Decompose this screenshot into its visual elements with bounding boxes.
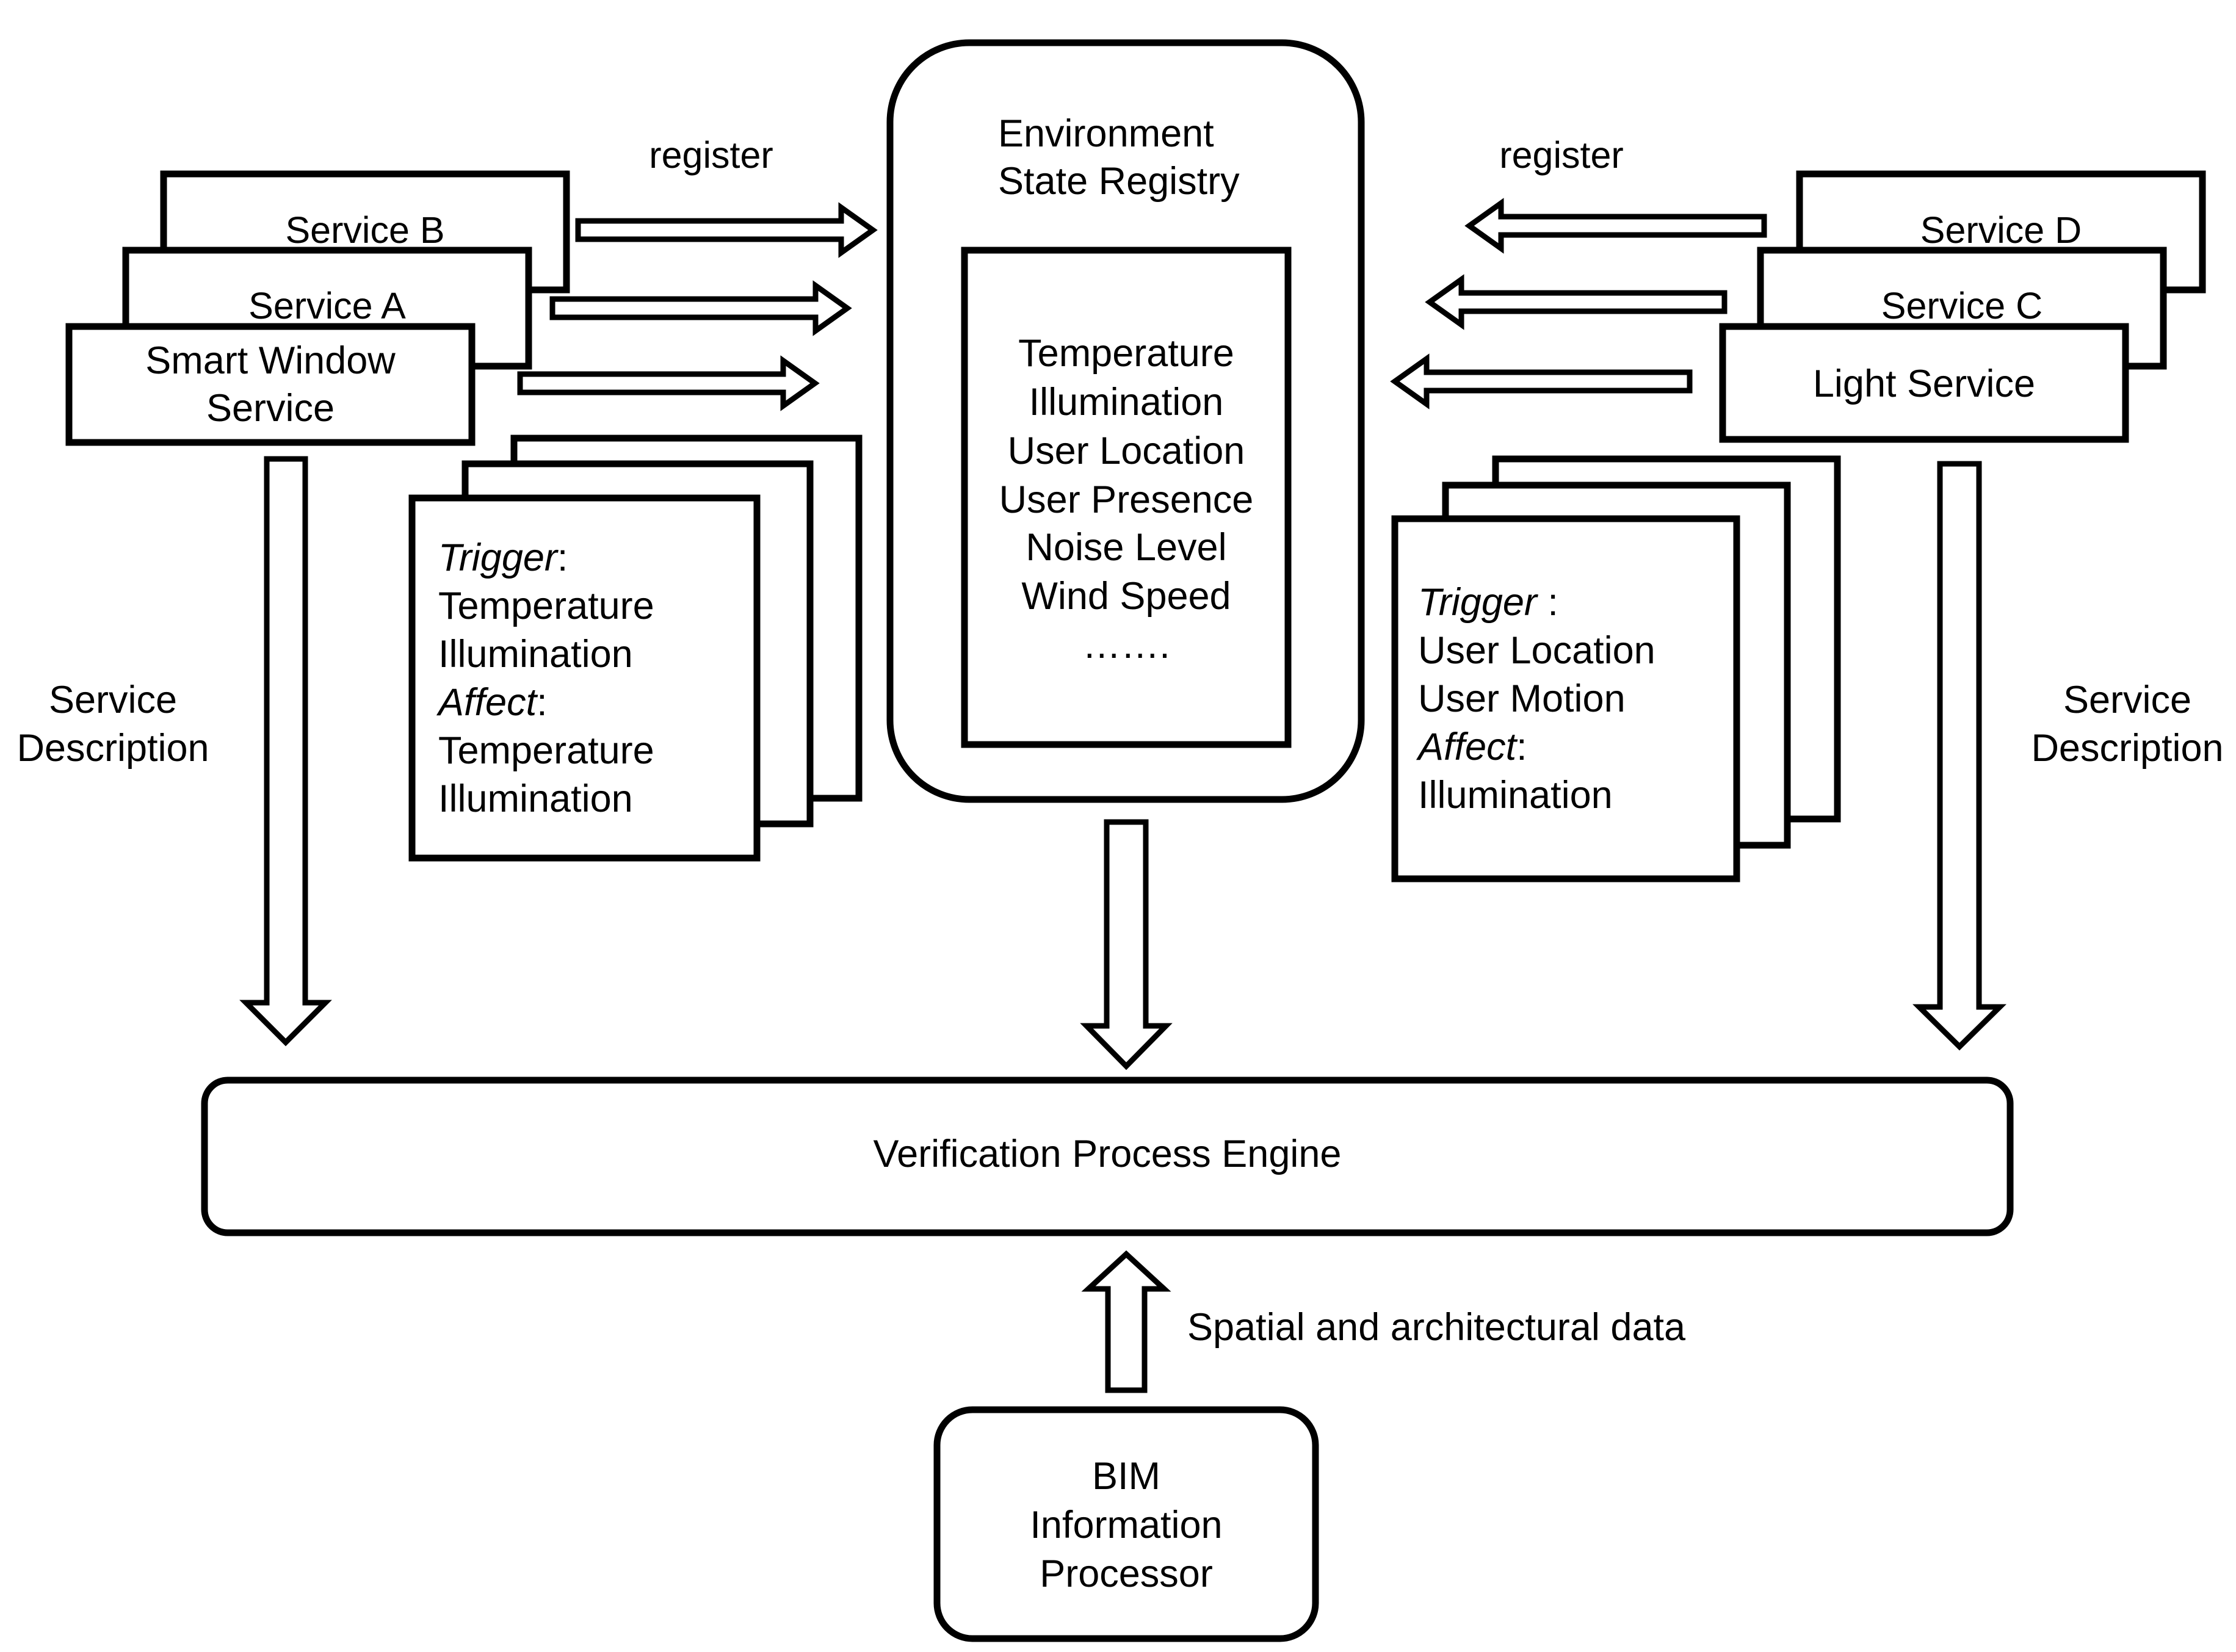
light-service-label: Light Service <box>1813 363 2035 405</box>
register-arrow-left <box>1425 274 1728 330</box>
state-item: Wind Speed <box>1021 575 1231 618</box>
left-affect-item: Illumination <box>438 777 633 820</box>
bim-label-line3: Processor <box>1040 1553 1213 1595</box>
register-arrow-right <box>575 202 878 258</box>
state-item: User Location <box>1008 430 1245 472</box>
register-arrow-left <box>1390 353 1693 409</box>
smart-window-service-label-line2: Service <box>206 387 335 430</box>
state-item: Temperature <box>1018 332 1234 375</box>
light-service-box <box>1719 323 2129 443</box>
right-affect-heading: Affect: <box>1416 726 1527 768</box>
bim-label-line2: Information <box>1030 1504 1222 1546</box>
right-trigger-card <box>1391 515 1740 882</box>
right-trigger-card-stack: Trigger : User Location User Motion Affe… <box>1391 455 1841 882</box>
bim-label-line1: BIM <box>1092 1455 1160 1498</box>
bim-to-engine-arrow <box>1081 1250 1171 1393</box>
right-trigger-item: User Location <box>1418 629 1655 672</box>
verification-process-engine: Verification Process Engine <box>201 1077 2014 1236</box>
bim-information-processor: BIM Information Processor <box>933 1406 1319 1642</box>
state-item-ellipsis: ……. <box>1082 624 1170 666</box>
right-register-arrows <box>1390 198 1767 409</box>
state-item: Noise Level <box>1026 526 1226 569</box>
right-service-description-line2: Description <box>2031 727 2223 770</box>
registry-title-line2: State Registry <box>998 160 1240 203</box>
left-register-arrows <box>517 202 878 411</box>
state-item: Illumination <box>1029 381 1224 424</box>
smart-window-service-box <box>65 323 476 446</box>
left-affect-heading: Affect: <box>436 681 548 724</box>
left-service-description-line2: Description <box>16 727 209 770</box>
engine-label: Verification Process Engine <box>874 1133 1342 1175</box>
right-register-label: register <box>1499 134 1623 176</box>
spatial-data-label: Spatial and architectural data <box>1187 1306 1686 1349</box>
left-service-description-arrow <box>239 456 332 1047</box>
right-trigger-heading: Trigger : <box>1418 581 1558 624</box>
service-b-label: Service B <box>285 209 444 251</box>
left-trigger-item: Illumination <box>438 633 633 676</box>
smart-window-service-label-line1: Smart Window <box>145 339 396 382</box>
service-d-label: Service D <box>1920 209 2082 251</box>
right-service-description-line1: Service <box>2063 679 2191 721</box>
right-trigger-item: User Motion <box>1418 677 1626 720</box>
left-service-description-line1: Service <box>49 679 177 721</box>
left-trigger-item: Temperature <box>438 585 654 627</box>
register-arrow-left <box>1464 198 1767 254</box>
left-trigger-heading: Trigger: <box>438 536 568 579</box>
registry-title-line1: Environment <box>998 112 1214 155</box>
service-c-label: Service C <box>1881 285 2042 326</box>
state-item: User Presence <box>999 478 1254 521</box>
service-a-label: Service A <box>248 285 406 326</box>
registry-state-list-box <box>961 247 1292 748</box>
left-affect-item: Temperature <box>438 729 654 772</box>
register-arrow-right <box>549 280 852 336</box>
left-service-stack: Service B Service A Smart Window Service <box>65 170 570 446</box>
right-service-description-arrow <box>1912 461 2006 1051</box>
left-trigger-card <box>408 494 761 862</box>
environment-state-registry: Environment State Registry Temperature I… <box>886 39 1365 803</box>
right-affect-item: Illumination <box>1418 774 1613 817</box>
registry-to-engine-arrow <box>1080 819 1173 1070</box>
left-trigger-card-stack: Trigger: Temperature Illumination Affect… <box>408 435 863 862</box>
left-register-label: register <box>649 134 773 176</box>
right-service-stack: Service D Service C Light Service <box>1719 170 2206 443</box>
registry-state-list: Temperature Illumination User Location U… <box>999 332 1254 666</box>
register-arrow-right <box>517 355 820 411</box>
